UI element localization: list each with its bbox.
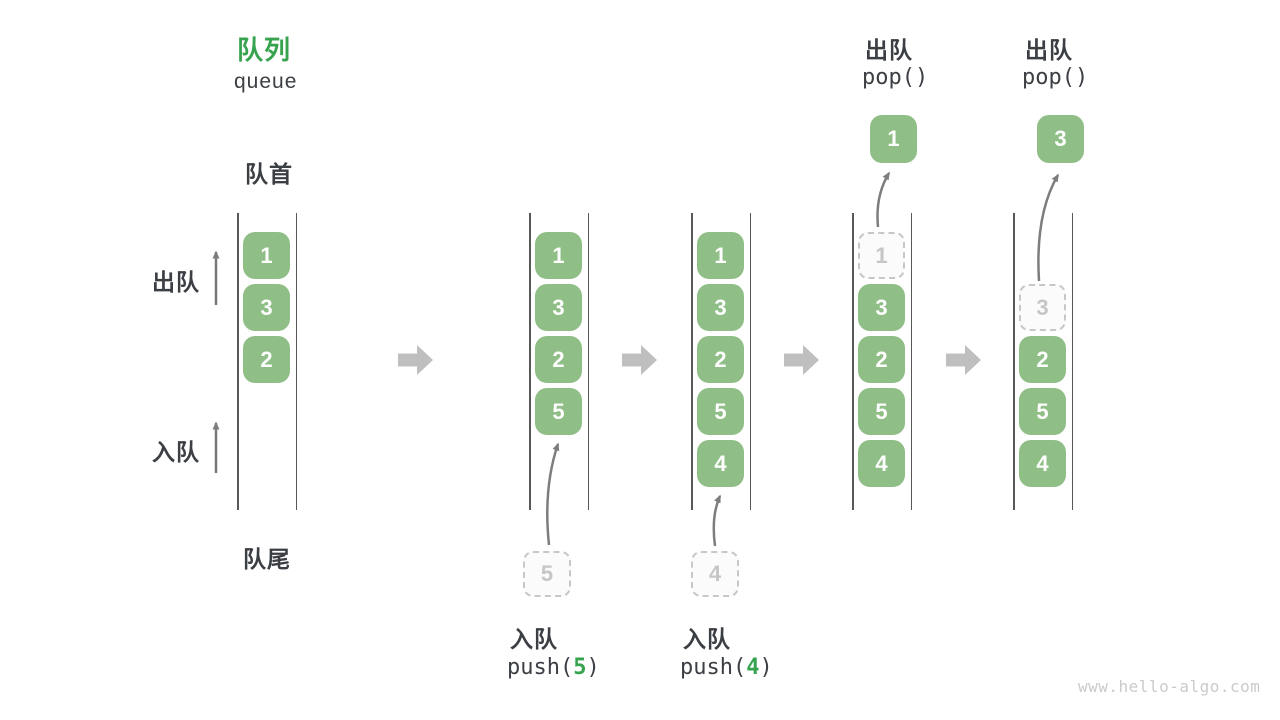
queue-cell: 5 xyxy=(697,388,744,435)
queue-cell: 2 xyxy=(535,336,582,383)
code-text: push( xyxy=(680,655,747,680)
queue-cell: 2 xyxy=(858,336,905,383)
queue-cell: 1 xyxy=(535,232,582,279)
push-operation-label: 入队 xyxy=(683,626,731,652)
queue-state-1: 1 3 2 xyxy=(237,213,297,510)
push-operation-code: push(4) xyxy=(680,655,773,680)
pop-operation-label: 出队 xyxy=(1025,37,1073,63)
queue-front-label: 队首 xyxy=(245,161,293,187)
pop-operation-label: 出队 xyxy=(865,37,913,63)
code-text: ) xyxy=(759,655,773,680)
queue-cell-removed: 3 xyxy=(1019,284,1066,331)
queue-rail-right xyxy=(910,213,912,510)
queue-cell: 1 xyxy=(243,232,290,279)
enqueue-direction-label: 入队 xyxy=(152,439,200,465)
code-text: ) xyxy=(586,655,600,680)
queue-state-3: 1 3 2 5 4 xyxy=(691,213,751,510)
queue-cell: 4 xyxy=(1019,440,1066,487)
queue-cell: 1 xyxy=(697,232,744,279)
queue-cell: 5 xyxy=(1019,388,1066,435)
pop-operation-code: pop() xyxy=(862,65,929,90)
staged-value-box: 4 xyxy=(691,551,739,597)
queue-rail-right xyxy=(1071,213,1073,510)
next-state-arrow-icon xyxy=(398,345,433,375)
code-argument: 5 xyxy=(573,655,587,680)
code-text: push( xyxy=(507,655,574,680)
queue-cell-removed: 1 xyxy=(858,232,905,279)
queue-rail-left xyxy=(852,213,854,510)
queue-rail-right xyxy=(749,213,751,510)
queue-state-5: 3 2 5 4 xyxy=(1013,213,1073,510)
queue-cell: 5 xyxy=(535,388,582,435)
queue-rail-right xyxy=(295,213,297,510)
popped-value-box: 3 xyxy=(1037,115,1084,163)
pop-operation-code: pop() xyxy=(1022,65,1089,90)
queue-cell: 3 xyxy=(535,284,582,331)
dequeue-direction-label: 出队 xyxy=(152,269,200,295)
queue-rail-left xyxy=(237,213,239,510)
diagram-subtitle: queue xyxy=(234,70,298,93)
queue-state-2: 1 3 2 5 xyxy=(529,213,589,510)
queue-cell: 2 xyxy=(1019,336,1066,383)
staged-value-box: 5 xyxy=(523,551,571,597)
queue-cell: 5 xyxy=(858,388,905,435)
queue-cell: 4 xyxy=(697,440,744,487)
next-state-arrow-icon xyxy=(622,345,657,375)
queue-rear-label: 队尾 xyxy=(243,546,291,572)
queue-cell: 2 xyxy=(697,336,744,383)
next-state-arrow-icon xyxy=(784,345,819,375)
push-operation-label: 入队 xyxy=(510,626,558,652)
watermark: www.hello-algo.com xyxy=(1078,677,1261,696)
queue-rail-left xyxy=(691,213,693,510)
queue-cell: 3 xyxy=(858,284,905,331)
queue-cell: 3 xyxy=(243,284,290,331)
diagram-title: 队列 xyxy=(237,35,292,65)
queue-rail-right xyxy=(587,213,589,510)
next-state-arrow-icon xyxy=(946,345,981,375)
queue-cell: 3 xyxy=(697,284,744,331)
code-argument: 4 xyxy=(746,655,760,680)
queue-state-4: 1 3 2 5 4 xyxy=(852,213,912,510)
queue-rail-left xyxy=(529,213,531,510)
queue-cell: 2 xyxy=(243,336,290,383)
queue-cell: 4 xyxy=(858,440,905,487)
queue-rail-left xyxy=(1013,213,1015,510)
push-operation-code: push(5) xyxy=(507,655,600,680)
popped-value-box: 1 xyxy=(870,115,917,163)
